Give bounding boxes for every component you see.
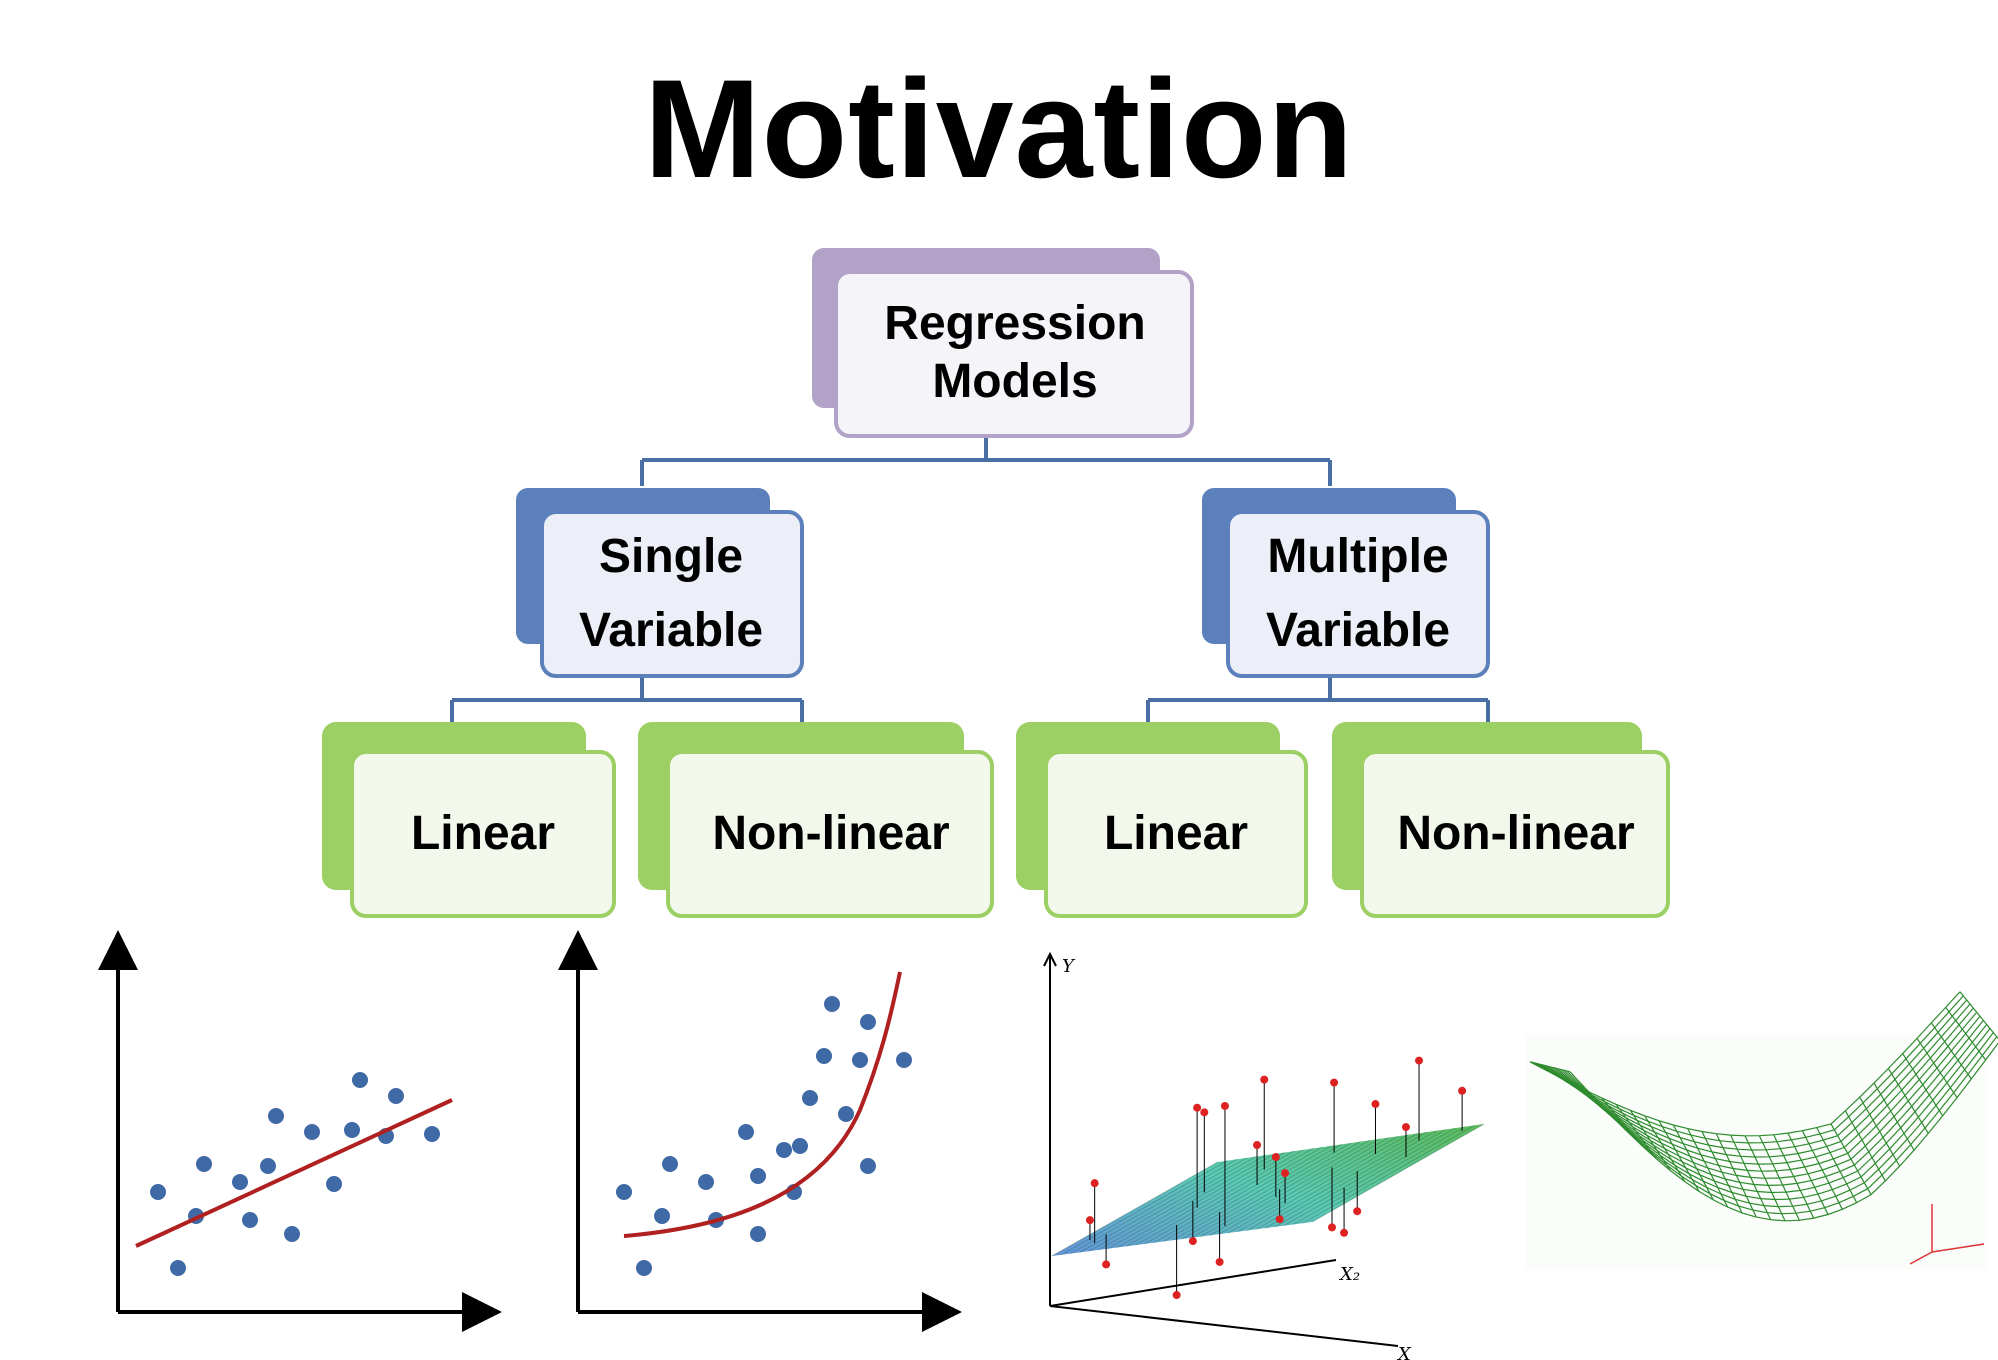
plane-point [1371,1100,1380,1109]
plane-point [1102,1260,1111,1269]
connector-single [450,676,804,722]
scatter-points [616,996,912,1276]
multiple-linear-label: Linear [1103,807,1249,861]
plane-x2-axis [1049,1259,1337,1307]
plane-grid [1051,1123,1485,1257]
node-multiple-variable [1202,488,1490,678]
plane-point [1353,1207,1362,1216]
plane-grid-line [1172,1144,1342,1241]
plane-point [1330,1078,1339,1087]
plane-residual-lines [1089,1060,1463,1296]
surface-mesh-line [1569,1042,1998,1222]
plane-point [1220,1101,1229,1110]
plane-axis-x2-label: X₂ [1338,1264,1360,1285]
connector-root [640,438,1332,486]
node-single-nonlinear [638,722,994,918]
plane-point [1340,1228,1349,1237]
node-multiple-nonlinear [1332,722,1670,918]
surface-mesh-line [1552,1020,1984,1187]
surface-background [1526,1034,1988,1270]
regression-plane-plot: Y X₂ X [1043,951,1485,1360]
surface-mesh-line [1539,1003,1971,1158]
surface-mesh-line [1549,1015,1981,1179]
plane-point [1415,1056,1424,1065]
single-nonlinear-label: Non-linear [712,807,950,861]
surface-mesh-line [1536,999,1968,1151]
plane-grid-line [1070,1158,1238,1254]
multiple-variable-label: Multiple Variable [1265,529,1451,657]
plane-point [1188,1237,1197,1246]
plane-grid-line [1218,1137,1390,1235]
fit-line [135,1098,453,1248]
surface-mesh-line [1559,1028,1991,1201]
multiple-nonlinear-label: Non-linear [1397,807,1635,861]
plane-grid-line [1153,1146,1323,1243]
plane-grid-line [1107,1153,1276,1250]
node-single-linear [322,722,616,918]
node-single-variable [516,488,804,678]
plane-point [1200,1108,1209,1117]
tree-connectors [450,438,1490,722]
plane-point [1253,1141,1262,1150]
plane-grid-line [1209,1138,1380,1236]
plane-grid-line [1283,1127,1456,1226]
page-title: Motivation [644,50,1354,207]
plane-point [1281,1169,1290,1178]
connector-multiple [1146,676,1490,722]
plane-x1-axis [1049,1305,1399,1347]
node-multiple-linear [1016,722,1308,918]
plane-point [1260,1075,1269,1084]
fit-curve [623,971,902,1238]
plane-point [1215,1257,1224,1266]
surface-mesh-line [1556,1024,1988,1194]
scatter-points [150,1072,440,1276]
root-label: Regression Models [884,297,1146,408]
single-variable-label: Single Variable [578,529,764,657]
plane-point [1085,1216,1094,1225]
plane-grid-line [1163,1145,1333,1242]
regression-tree-diagram [322,248,1670,918]
plane-grid-line [1274,1129,1447,1228]
plane-grid-line [1144,1148,1314,1245]
node-root [812,248,1194,438]
plane-point [1275,1215,1284,1224]
plane-grid-line [1088,1156,1257,1252]
plane-grid-line [1079,1157,1247,1253]
plane-grid-line [1126,1150,1295,1247]
plane-grid-line [1061,1160,1228,1256]
nonlinear-scatter-plot [558,930,962,1332]
plane-grid-line [1181,1142,1352,1240]
plane-grid-line [1237,1134,1409,1233]
plane-grid-line [1302,1125,1475,1224]
plane-grid-line [1311,1123,1485,1223]
plane-point [1328,1223,1337,1232]
surface-mesh-line [1562,1032,1994,1208]
plane-point [1401,1123,1410,1132]
plane-grid-line [1265,1130,1437,1229]
plane-grid-line [1293,1126,1466,1225]
surface-mesh [1529,991,1998,1222]
plane-data-points [1085,1056,1467,1300]
plane-grid-line [1051,1161,1219,1257]
plane-axis-y-label: Y [1062,956,1076,977]
plane-point [1193,1103,1202,1112]
plane-point [1090,1179,1099,1188]
plane-axis-x1-label: X [1396,1344,1412,1360]
plane-point [1271,1153,1280,1162]
surface-mesh-line [1542,1007,1974,1165]
surface-mesh-line [1529,991,1961,1137]
linear-scatter-plot [98,930,502,1332]
nonlinear-surface-plot [1526,991,1998,1270]
surface-mesh-line [1546,1011,1978,1172]
single-linear-label: Linear [410,807,556,861]
plane-grid-line [1228,1135,1399,1234]
plane-point [1458,1086,1467,1095]
plane-grid-line [1256,1131,1428,1230]
plane-grid-line [1098,1154,1266,1251]
plane-point [1172,1291,1181,1300]
surface-mesh-line [1533,995,1964,1144]
surface-axis-glyph [1909,1204,1985,1265]
